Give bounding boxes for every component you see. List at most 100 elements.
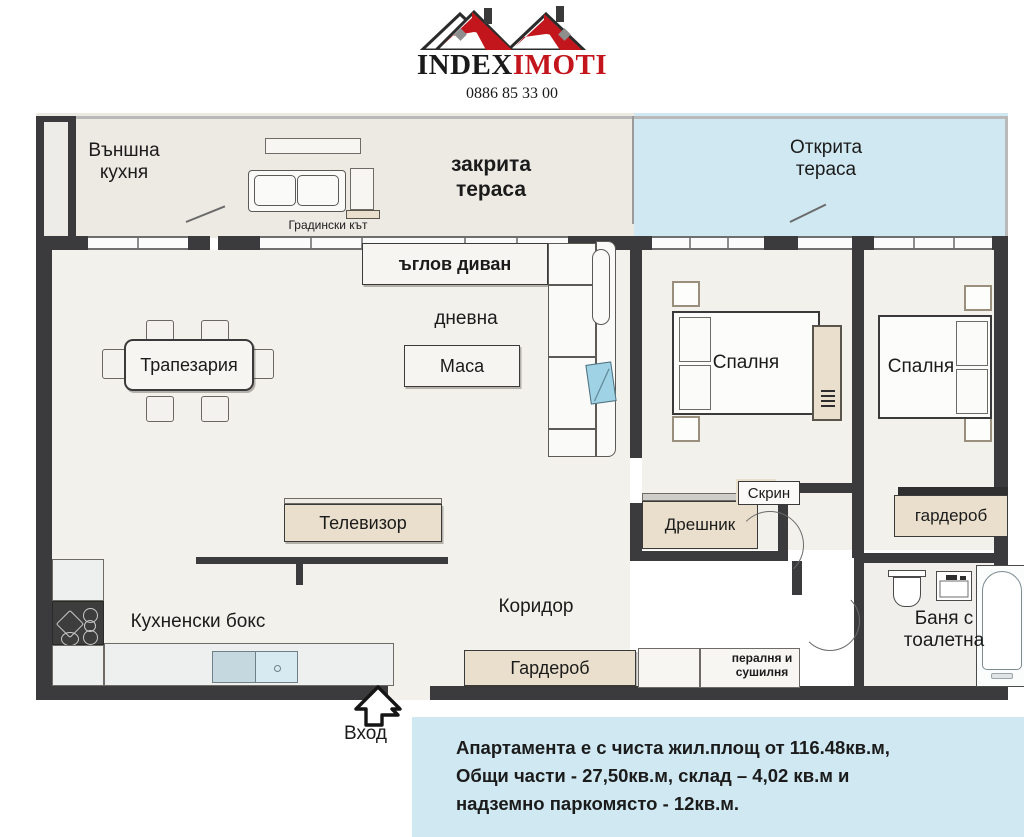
- garden-sofa-cushion-left: [254, 175, 296, 206]
- corner-sofa-label: ъглов диван: [398, 253, 512, 274]
- bedroom-left-dresser: [812, 325, 842, 421]
- wall-outdoor-kitchen-top: [36, 116, 76, 122]
- window-bedroom-right: [874, 236, 992, 250]
- outdoor-kitchen-niche: [44, 122, 68, 234]
- bathtub-icon: [976, 565, 1024, 687]
- caption-line-1: Апартамента е с чиста жил.площ от 116.48…: [456, 737, 890, 758]
- nightstand-right-top: [964, 285, 992, 311]
- washbasin-icon: [936, 571, 972, 601]
- caption-line-2: Общи части - 27,50кв.м, склад – 4,02 кв.…: [456, 765, 850, 787]
- window-kitchen-outdoor: [88, 236, 188, 250]
- garden-lamp-base: [346, 210, 380, 219]
- table-label: Маса: [439, 355, 485, 376]
- floor-plan: Външна кухня закрита тераса Открита тера…: [36, 113, 1024, 744]
- window-bedroom-left: [652, 236, 764, 250]
- kitchen-counter-left-upper: [52, 559, 104, 601]
- bedroom-right-wardrobe-rail: [898, 487, 1008, 495]
- wall-closet-corridor: [630, 503, 642, 561]
- dining-table-box: Трапезария: [124, 339, 254, 391]
- table-box: Маса: [404, 345, 520, 387]
- roof-logo-icon: [412, 6, 612, 52]
- terrace-top-rail: [76, 116, 1008, 119]
- pillow-left-2: [679, 365, 711, 410]
- tv-box: Телевизор: [284, 504, 442, 542]
- wall-closet-right: [778, 483, 788, 561]
- nightstand-left-top: [672, 281, 700, 307]
- wall-bathroom-left: [854, 563, 864, 686]
- sink-basin: [213, 652, 256, 682]
- wall-exterior-bottom-right: [430, 686, 1008, 700]
- pillow-right-2: [956, 369, 988, 414]
- door-arc-bathroom: [800, 591, 860, 651]
- wall-outdoor-kitchen-left: [36, 116, 44, 240]
- brand-name: INDEXIMOTI: [0, 51, 1024, 80]
- toilet-tank: [888, 570, 926, 577]
- chest-label-box: Скрин: [738, 481, 800, 505]
- wall-bedroom-left-bottom: [788, 483, 854, 493]
- laundry-cabinet-1: [638, 648, 700, 688]
- entrance-label: Вход: [344, 723, 387, 744]
- caption-line-3: надземно паркомясто - 12кв.м.: [456, 793, 740, 815]
- laundry-cabinet-2: [700, 648, 800, 688]
- wall-living-bedroom-divider: [630, 236, 642, 458]
- bedroom-left-label: Спалня: [712, 352, 780, 373]
- corner-sofa-label-box: ъглов диван: [362, 243, 548, 285]
- wall-pier-top-b: [218, 236, 260, 250]
- sofa-cushion-blue: [585, 361, 617, 405]
- walk-in-closet-box: Дрешник: [642, 501, 758, 549]
- sink-drainboard: [255, 652, 297, 682]
- walk-in-closet-label: Дрешник: [664, 515, 736, 534]
- door-arc-bedroom-left: [736, 511, 804, 579]
- company-logo: INDEXIMOTI 0886 85 33 00: [0, 6, 1024, 103]
- wall-segment-top-a: [188, 236, 210, 250]
- wall-corridor-right-stub: [792, 561, 802, 595]
- sofa-segment-right-1: [548, 285, 596, 357]
- living-dining-floor: [50, 250, 630, 700]
- bedroom-right-wardrobe-box: гардероб: [894, 495, 1008, 537]
- brand-name-first: INDEX: [416, 49, 513, 81]
- kitchen-counter-left-lower: [52, 645, 104, 686]
- brand-name-second: IMOTI: [512, 49, 608, 81]
- area-summary-caption: Апартамента е с чиста жил.площ от 116.48…: [412, 717, 1024, 837]
- terrace-right-rail: [1005, 116, 1008, 238]
- sofa-segment-corner: [548, 243, 596, 285]
- bedroom-right-wardrobe-label: гардероб: [914, 506, 988, 525]
- wall-exterior-bottom: [36, 686, 388, 700]
- balcony-door-bedroom: [798, 236, 854, 250]
- toilet-icon: [893, 577, 921, 607]
- garden-shelf: [265, 138, 361, 154]
- bathtub-drain: [991, 673, 1013, 679]
- nightstand-right-bottom: [964, 416, 992, 442]
- sofa-backrest-pad: [592, 249, 610, 325]
- pillow-left-1: [679, 317, 711, 362]
- tv-stand-top: [284, 498, 442, 504]
- wall-bedrooms-divider: [852, 236, 864, 558]
- sofa-segment-right-3: [548, 429, 596, 457]
- open-terrace-area: [634, 113, 1008, 238]
- wall-exterior-left: [36, 236, 52, 700]
- garden-lamp: [350, 168, 374, 210]
- pillow-right-1: [956, 321, 988, 366]
- bedroom-right-label: Спалня: [887, 356, 955, 377]
- wall-tv-partition-stub: [296, 557, 303, 585]
- corridor-wardrobe-box: Гардероб: [464, 650, 636, 686]
- closet-shelf-rail: [642, 493, 746, 501]
- corridor-wardrobe-label: Гардероб: [510, 657, 590, 678]
- dining-room-label: Трапезария: [140, 354, 238, 375]
- nightstand-left-bottom: [672, 416, 700, 442]
- chest-of-drawers-label: Скрин: [747, 484, 791, 502]
- terrace-divider-rail: [632, 116, 634, 224]
- dining-chair-left: [102, 349, 128, 379]
- bathtub-inner: [982, 571, 1022, 670]
- wall-pier-top-e: [764, 236, 798, 250]
- phone-number: 0886 85 33 00: [466, 85, 558, 102]
- wall-outdoor-kitchen-right: [68, 116, 76, 238]
- television-label: Телевизор: [319, 512, 407, 533]
- wall-tv-partition: [196, 557, 448, 564]
- stove-hob-icon: [52, 601, 104, 646]
- entrance-arrow-icon: [354, 685, 402, 727]
- wall-bathroom-top: [854, 553, 1008, 563]
- entrance-marker: Вход: [344, 685, 410, 744]
- kitchen-sink-icon: [212, 651, 298, 683]
- garden-sofa-cushion-right: [297, 175, 339, 206]
